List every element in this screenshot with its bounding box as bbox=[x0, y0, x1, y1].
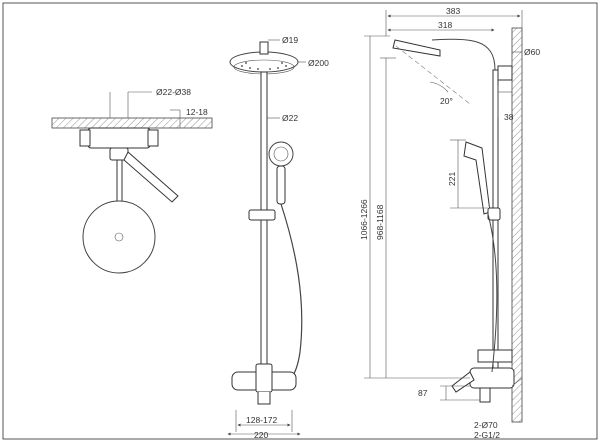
angle-arc bbox=[429, 81, 449, 93]
top-flange bbox=[497, 65, 513, 81]
mixer-body bbox=[87, 127, 151, 149]
dim-slider: 221 bbox=[447, 172, 457, 186]
side-shower-head bbox=[392, 39, 441, 57]
front-view: Ø19 Ø200 Ø22 128-172 220 bbox=[227, 35, 329, 440]
dim-inlet-b: 2-G1/2 bbox=[474, 430, 500, 440]
dim-height-a: 1066-1266 bbox=[359, 199, 369, 240]
mixer-nut-left bbox=[79, 129, 91, 147]
side-slider bbox=[487, 207, 501, 221]
left-head-hub bbox=[114, 232, 124, 242]
left-view: Ø22-Ø38 12-18 bbox=[51, 87, 213, 274]
hand-shower-grip bbox=[276, 165, 286, 205]
dim-mount-depth: 12-18 bbox=[186, 107, 208, 117]
front-mixer-center bbox=[255, 363, 273, 393]
left-shower-head bbox=[82, 200, 156, 274]
dim-angle: 20° bbox=[440, 96, 453, 106]
dim-head-diameter: Ø200 bbox=[308, 58, 329, 68]
dim-mount-diameter: Ø22-Ø38 bbox=[156, 87, 191, 97]
front-mixer-spout bbox=[257, 392, 271, 405]
side-view: 20° 383 318 Ø60 38 1066-1266 968-1168 bbox=[359, 6, 540, 440]
hand-shower-inner bbox=[273, 146, 289, 162]
shower-arm bbox=[431, 38, 496, 71]
lever-handle bbox=[123, 151, 179, 203]
side-hand-shower bbox=[463, 141, 491, 215]
dim-spacing: 128-172 bbox=[246, 415, 277, 425]
mount-wall bbox=[51, 117, 213, 129]
side-wall bbox=[511, 27, 523, 423]
side-mixer-spout bbox=[479, 387, 491, 403]
hand-shower-face bbox=[268, 141, 294, 167]
slider-bracket bbox=[248, 209, 276, 221]
dim-inlet-a: 2-Ø70 bbox=[474, 420, 498, 430]
dim-wall-offset: 38 bbox=[504, 112, 514, 122]
front-riser bbox=[260, 71, 268, 373]
dim-bottom: 87 bbox=[418, 388, 428, 398]
dim-bar-diameter: Ø22 bbox=[282, 113, 298, 123]
side-hose bbox=[487, 213, 498, 373]
dim-flange: Ø60 bbox=[524, 47, 540, 57]
mixer-nut-right bbox=[147, 129, 159, 147]
dim-reach: 383 bbox=[446, 6, 460, 16]
nozzle-dots bbox=[241, 62, 287, 70]
head-connector bbox=[259, 41, 269, 55]
side-lever bbox=[451, 371, 475, 393]
dim-width: 220 bbox=[254, 430, 268, 440]
dim-arm: 318 bbox=[438, 20, 452, 30]
front-shower-head bbox=[229, 51, 299, 73]
dim-pipe-diameter: Ø19 bbox=[282, 35, 298, 45]
dim-height-b: 968-1168 bbox=[375, 204, 385, 240]
side-mixer-body bbox=[477, 349, 513, 363]
hose bbox=[280, 203, 303, 382]
